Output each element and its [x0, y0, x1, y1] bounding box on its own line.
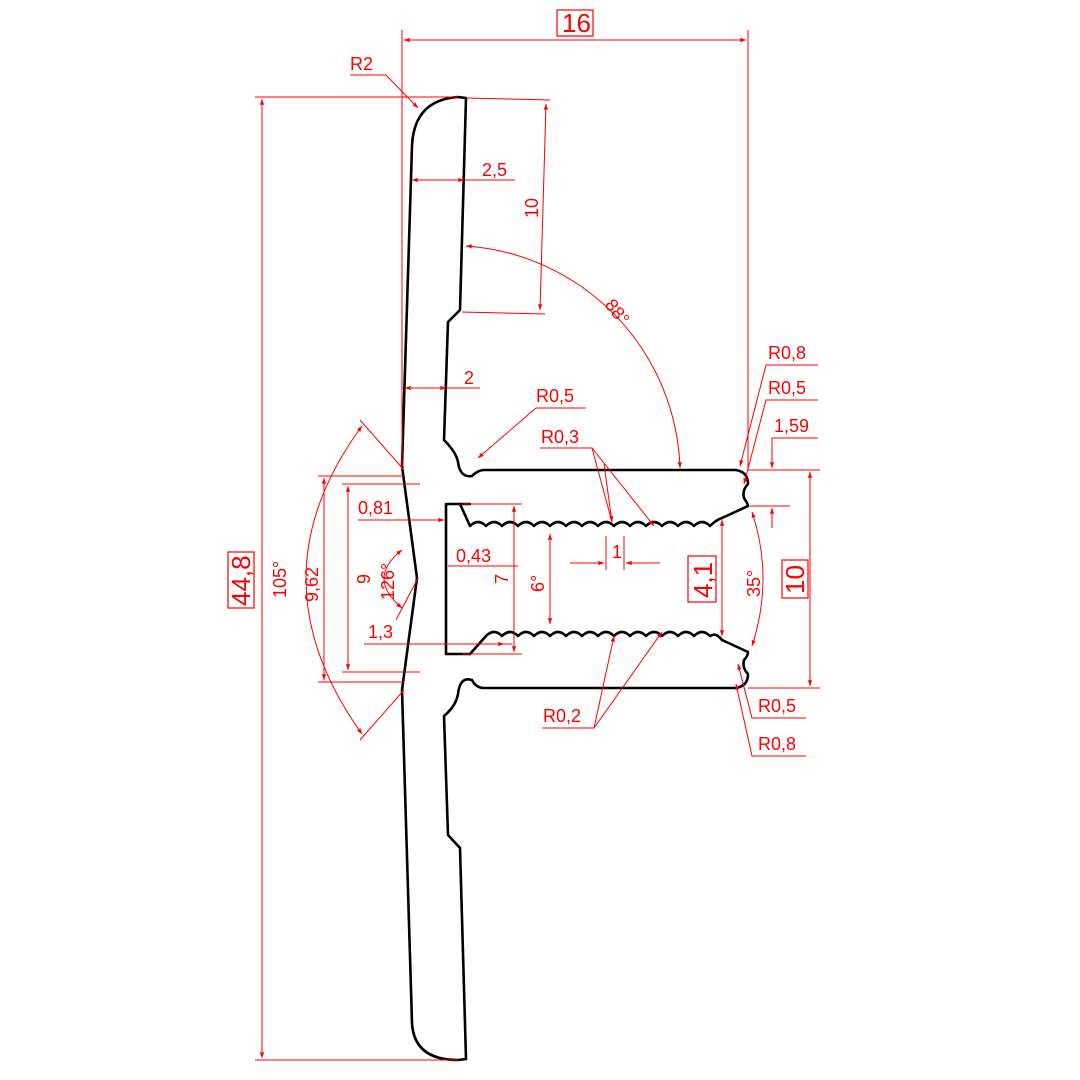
height-9-label: 9	[354, 574, 374, 584]
tip-radius-outer-top-label: R0,8	[768, 343, 806, 363]
flange-right-upper	[442, 96, 738, 478]
flange-bottom-head	[410, 1021, 468, 1062]
pitch-label: 1	[612, 542, 622, 562]
thread-lower	[468, 630, 724, 656]
flange-left-edge	[400, 144, 419, 1025]
bore-dia-label: 4,1	[688, 562, 718, 598]
taper-angle-label: 6°	[528, 575, 548, 592]
overall-height-box	[227, 551, 255, 609]
thread-radius-bottom-label: R0,2	[543, 706, 581, 726]
tip-radius-outer-bottom-label: R0,8	[758, 734, 796, 754]
flange-angle-label: 88°	[601, 295, 634, 329]
thread-upper	[458, 502, 724, 528]
notch-angle-label: 126°	[378, 563, 398, 600]
height-9-62-label: 9,62	[302, 567, 322, 602]
wall-0-43-label: 0,43	[456, 546, 491, 566]
dimensions: 16 44,8 R2 2,5 10 2 88° R0,5 R0,3	[226, 8, 820, 1061]
outer-angle-label: 105°	[270, 561, 290, 598]
flange-segment-length-label: 10	[522, 198, 542, 218]
body-height-label: 10	[780, 565, 810, 594]
flange-top-thickness-label: 2,5	[482, 160, 507, 180]
flange-right-lower	[442, 678, 738, 1061]
bore-outline	[444, 502, 472, 656]
tip-angle-label: 35°	[744, 570, 764, 597]
overall-height-label: 44,8	[226, 555, 256, 606]
body-tip-right	[720, 468, 750, 690]
overall-width-box	[556, 9, 594, 37]
bore-depth-label: 7	[492, 574, 512, 584]
flange-top-head	[410, 95, 468, 148]
flange-lower-thickness-label: 2	[464, 368, 474, 388]
tip-radius-inner-bottom-label: R0,5	[758, 696, 796, 716]
root-radius-top-label: R0,5	[536, 386, 574, 406]
overall-width-label: 16	[562, 8, 591, 38]
bore-dia-box	[687, 555, 717, 603]
chamfer-offset-label: 1,59	[774, 416, 809, 436]
thread-radius-top-label: R0,3	[541, 427, 579, 447]
body-height-box	[781, 559, 809, 599]
part-outline	[400, 95, 750, 1062]
tip-radius-inner-top-label: R0,5	[768, 378, 806, 398]
head-radius-label: R2	[350, 54, 373, 74]
wall-0-81-label: 0,81	[358, 498, 393, 518]
notch-depth-label: 1,3	[368, 622, 393, 642]
